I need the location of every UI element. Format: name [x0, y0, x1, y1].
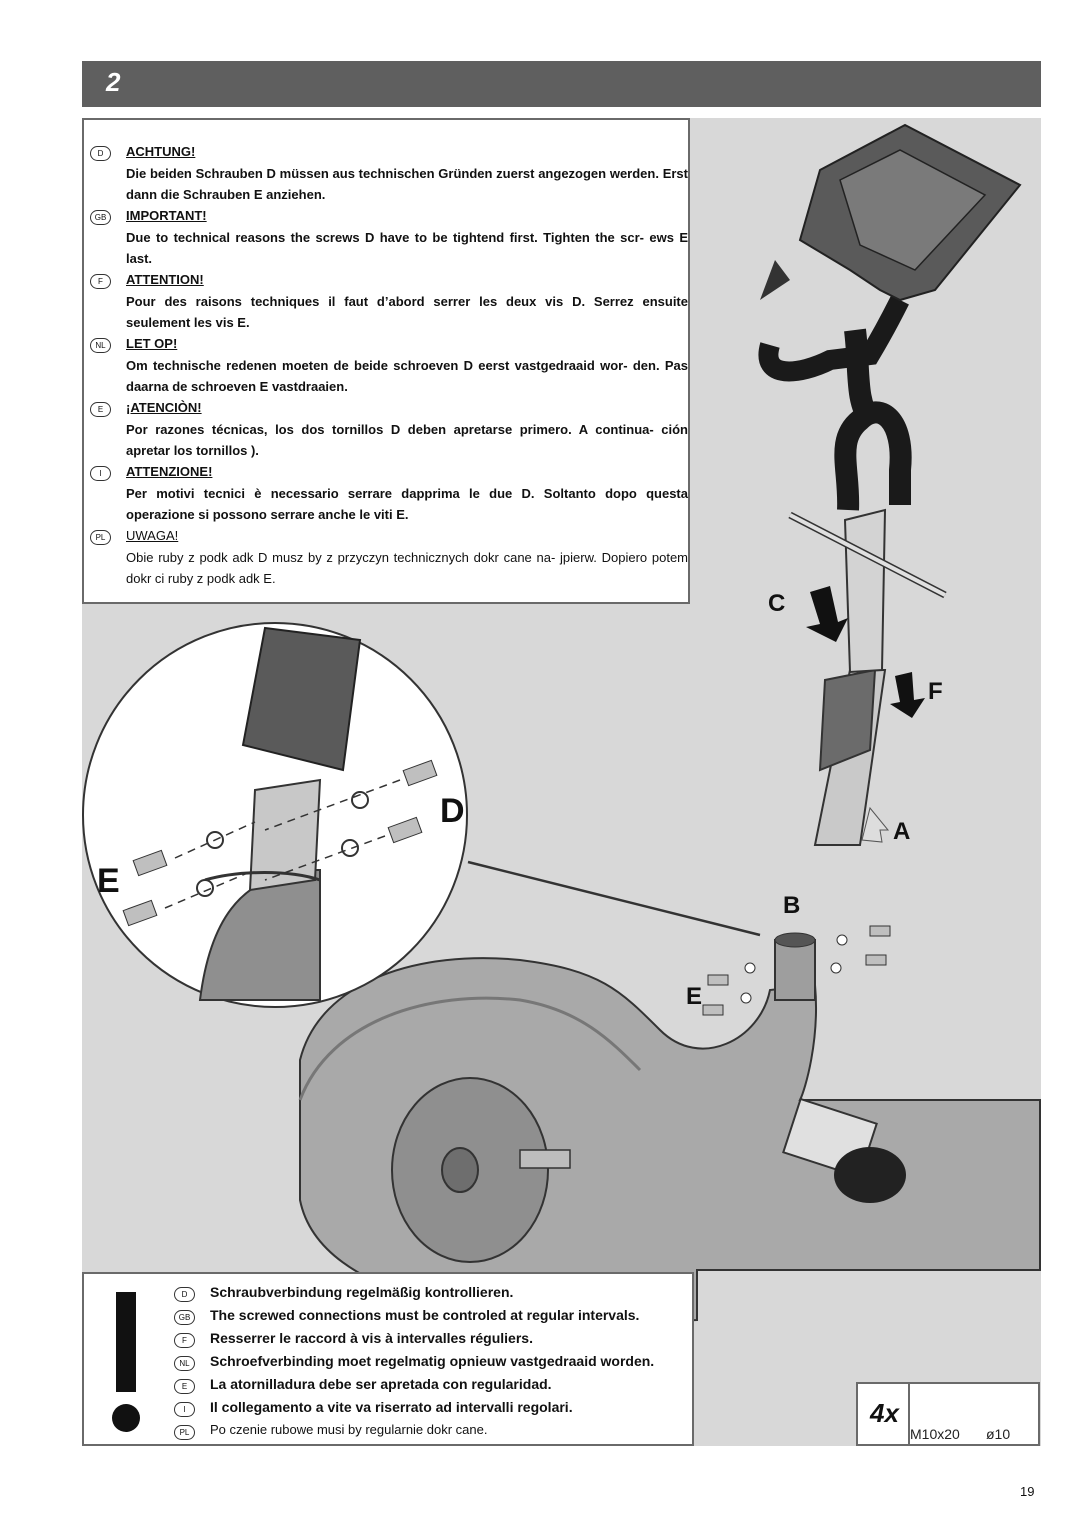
note-text: The screwed connections must be controle… — [210, 1307, 640, 1323]
note-de: D Schraubverbindung regelmäßig kontrolli… — [172, 1284, 692, 1304]
language-badge-de: D — [90, 146, 111, 161]
language-badge-gb: GB — [90, 210, 111, 225]
parts-box: 4x M10x20 ø10 — [856, 1382, 1040, 1446]
warning-box: D ACHTUNG! Die beiden Schrauben D müssen… — [82, 118, 690, 604]
warning-heading: UWAGA! — [126, 528, 179, 543]
note-f: F Resserrer le raccord à vis à intervall… — [172, 1330, 692, 1350]
language-badge-pl: PL — [90, 530, 111, 545]
warning-text: Obie ruby z podk adk D musz by z przyczy… — [126, 550, 688, 586]
callout-e: E — [686, 983, 703, 1010]
callout-c: C — [768, 590, 786, 617]
detail-callout-e: E — [97, 862, 120, 900]
callout-f: F — [928, 678, 943, 705]
page-number: 19 — [1020, 1484, 1035, 1499]
warning-heading: LET OP! — [126, 336, 178, 351]
language-badge-pl: PL — [174, 1425, 195, 1440]
warning-text: Por razones técnicas, los dos tornillos … — [126, 422, 688, 458]
maintenance-note-box: D Schraubverbindung regelmäßig kontrolli… — [82, 1272, 694, 1446]
step-number: 2 — [106, 67, 121, 97]
language-badge-i: I — [174, 1402, 195, 1417]
step-header-bar: 2 — [82, 61, 1041, 107]
language-badge-nl: NL — [90, 338, 111, 353]
exclamation-icon — [116, 1292, 136, 1392]
warning-text: Due to technical reasons the screws D ha… — [126, 230, 688, 266]
note-nl: NL Schroefverbinding moet regelmatig opn… — [172, 1353, 692, 1373]
warning-heading: IMPORTANT! — [126, 208, 207, 223]
language-badge-gb: GB — [174, 1310, 195, 1325]
warning-heading: ACHTUNG! — [126, 144, 196, 159]
exclamation-dot-icon — [112, 1404, 140, 1432]
note-text: Resserrer le raccord à vis à intervalles… — [210, 1330, 533, 1346]
note-text: Schroefverbinding moet regelmatig opnieu… — [210, 1353, 655, 1369]
language-badge-e: E — [90, 402, 111, 417]
language-badge-nl: NL — [174, 1356, 195, 1371]
note-text: La atornilladura debe ser apretada con r… — [210, 1376, 552, 1392]
language-badge-de: D — [174, 1287, 195, 1302]
detail-callout-d: D — [440, 792, 465, 830]
language-badge-e: E — [174, 1379, 195, 1394]
callout-a: A — [893, 818, 911, 845]
note-gb: GB The screwed connections must be contr… — [172, 1307, 692, 1327]
language-badge-i: I — [90, 466, 111, 481]
note-text: Il collegamento a vite va riserrato ad i… — [210, 1399, 573, 1415]
warning-heading: ¡ATENCIÒN! — [126, 400, 202, 415]
warning-text: Die beiden Schrauben D müssen aus techni… — [126, 166, 688, 202]
parts-divider — [908, 1384, 910, 1444]
warning-text: Pour des raisons techniques il faut d’ab… — [126, 294, 688, 330]
parts-quantity: 4x — [870, 1398, 899, 1428]
language-badge-f: F — [90, 274, 111, 289]
warning-text: Per motivi tecnici è necessario serrare … — [126, 486, 688, 522]
note-pl: PL Po czenie rubowe musi by regularnie d… — [172, 1422, 692, 1442]
note-text: Schraubverbindung regelmäßig kontrollier… — [210, 1284, 514, 1300]
note-e: E La atornilladura debe ser apretada con… — [172, 1376, 692, 1396]
washer-spec: ø10 — [986, 1426, 1011, 1442]
language-badge-f: F — [174, 1333, 195, 1348]
bolt-spec: M10x20 — [910, 1426, 960, 1442]
warning-text: Om technische redenen moeten de beide sc… — [126, 358, 688, 394]
warning-heading: ATTENZIONE! — [126, 464, 213, 479]
note-text: Po czenie rubowe musi by regularnie dokr… — [210, 1422, 488, 1437]
warning-heading: ATTENTION! — [126, 272, 204, 287]
note-i: I Il collegamento a vite va riserrato ad… — [172, 1399, 692, 1419]
callout-b: B — [783, 892, 801, 919]
